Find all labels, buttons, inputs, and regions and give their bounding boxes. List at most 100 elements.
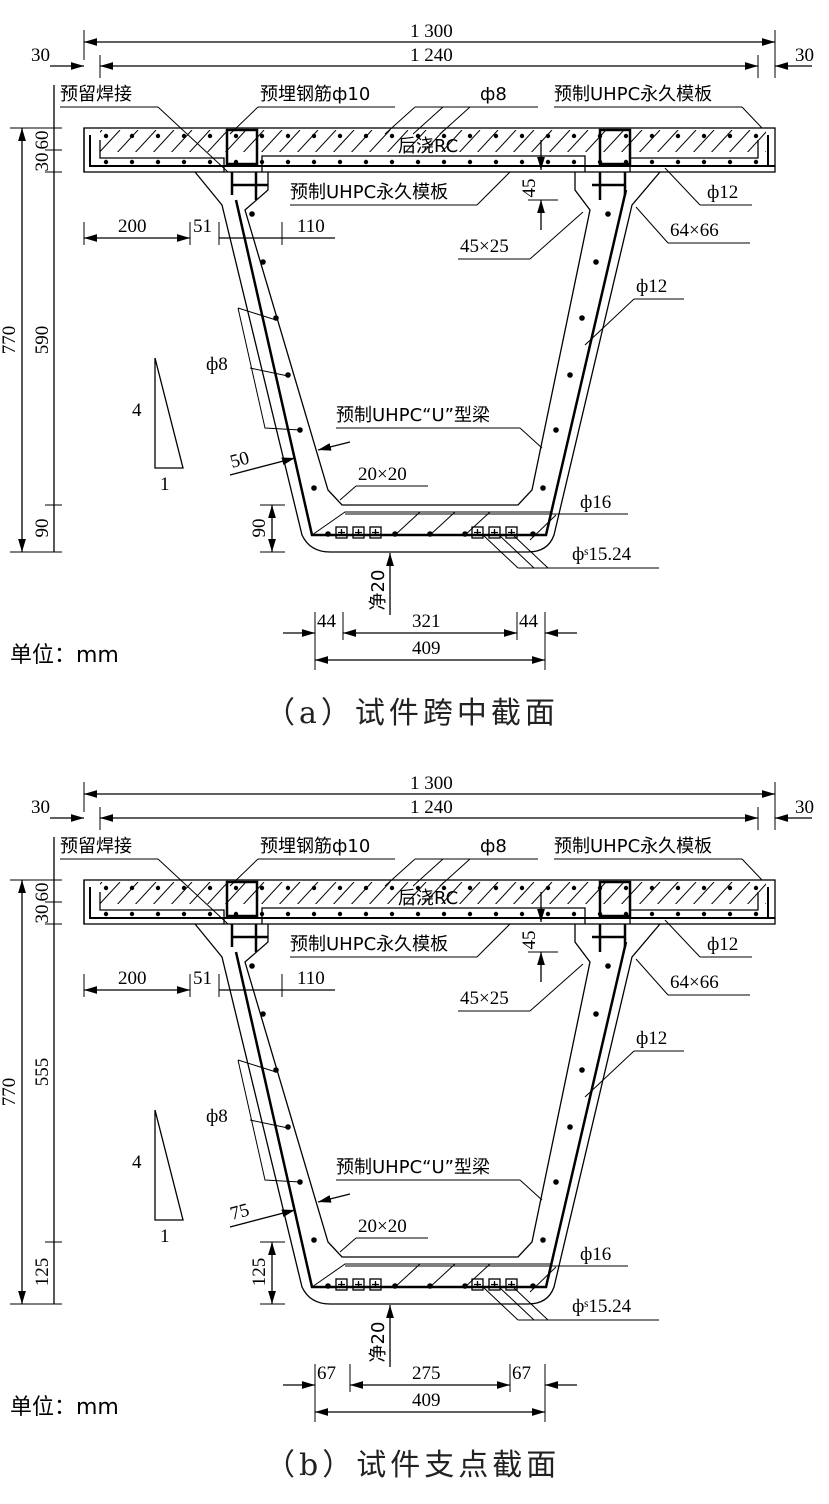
rebar-dot xyxy=(519,159,525,165)
rebar-dot xyxy=(181,885,187,891)
hatch-line xyxy=(257,882,283,904)
web-top-width-label: 110 xyxy=(297,968,325,989)
bottom-chamfer-label: 20×20 xyxy=(358,1216,407,1237)
rebar-dot xyxy=(545,159,551,165)
web-height-label: 555 xyxy=(32,1058,53,1087)
rebar-dot xyxy=(623,159,629,165)
hatch-line xyxy=(437,882,463,904)
rebar-dot xyxy=(207,133,213,139)
hatch-line xyxy=(563,882,589,904)
u-beam-outer xyxy=(194,923,661,1305)
haunch-top-label: 45 xyxy=(519,179,540,198)
rebar-dot xyxy=(363,885,369,891)
rebar-dot xyxy=(571,133,577,139)
right-anchor-bars xyxy=(592,924,627,952)
rebar-dot xyxy=(285,885,291,891)
web-offset-label: 51 xyxy=(193,968,212,989)
rebar-dot xyxy=(155,133,161,139)
bottom-right-label: 67 xyxy=(512,1363,531,1384)
rebar-dot xyxy=(249,211,255,217)
slope-triangle xyxy=(154,357,184,469)
haunch-dimension: 45 xyxy=(519,140,558,230)
top-dimensions: 1 300 1 240 30 30 xyxy=(31,21,814,78)
leader-line xyxy=(339,485,357,501)
embedded-bar-label: 预埋钢筋ф10 xyxy=(260,84,370,105)
haunch-dimension: 45 xyxy=(519,892,558,982)
rebar-dot xyxy=(649,911,655,917)
u-beam-label: 预制UHPC“U”型梁 xyxy=(336,405,490,426)
overall-width-label: 1 300 xyxy=(410,21,453,42)
hatch-line xyxy=(394,511,421,536)
leader-line xyxy=(339,1237,357,1253)
right-flange-bar-label: ф12 xyxy=(707,934,738,955)
rebar-dot xyxy=(597,885,603,891)
rebar-dot xyxy=(233,159,239,165)
rebar-dot xyxy=(441,133,447,139)
web-rebar-dots xyxy=(249,963,611,1243)
clear-cover-label: 净20 xyxy=(368,570,389,611)
hatch-line xyxy=(365,130,391,152)
slope-indicator: 4 1 xyxy=(132,1109,184,1247)
slope-horizontal-label: 1 xyxy=(160,1226,170,1247)
leader-line xyxy=(157,106,229,173)
leader-line xyxy=(529,1266,557,1293)
rebar-dot xyxy=(181,159,187,165)
rebar-dot xyxy=(363,911,369,917)
leader-line xyxy=(664,919,701,958)
rebar-dot xyxy=(155,911,161,917)
leader-line xyxy=(529,514,557,541)
slope-triangle xyxy=(154,1109,184,1221)
rebar-dot xyxy=(311,1237,317,1243)
rebar-dot xyxy=(675,159,681,165)
right-flange-bar-label: ф12 xyxy=(707,182,738,203)
hatch-line xyxy=(707,130,733,152)
web-thickness-dim-line xyxy=(229,1209,296,1228)
bottom-slab-top-line xyxy=(311,1263,552,1288)
rebar-dot xyxy=(701,159,707,165)
flange-rebar-dots xyxy=(103,885,759,917)
rebar-dot xyxy=(701,885,707,891)
web-thickness-label: 75 xyxy=(228,1200,252,1225)
hatch-line xyxy=(545,882,571,904)
rebar-dot xyxy=(540,1237,546,1243)
web-thickness-dim-line xyxy=(317,1193,351,1203)
web-thickness-dimension: 50 xyxy=(228,441,351,476)
rebar-dot xyxy=(462,531,468,537)
bottom-total-label: 409 xyxy=(412,638,441,659)
rebar-dot xyxy=(233,133,239,139)
hatch-line xyxy=(599,130,625,152)
rebar-dot xyxy=(545,133,551,139)
rebar-dot xyxy=(649,159,655,165)
rebar-dot xyxy=(571,885,577,891)
leader-line xyxy=(157,858,229,925)
rebar-dot xyxy=(415,159,421,165)
clear-cover-label: 净20 xyxy=(368,1322,389,1363)
hatch-line xyxy=(798,882,822,908)
hatch-line xyxy=(725,882,751,904)
bottom-slab-hatch xyxy=(325,511,536,537)
rebar-dot xyxy=(727,911,733,917)
flange-top-label: 60 xyxy=(32,131,53,150)
section-a-midspan: 1 300 1 240 30 30 预留焊接 预埋钢筋ф10 ф8 预制UHPC… xyxy=(0,21,814,731)
rebar-dot xyxy=(415,911,421,917)
flange-top-label: 60 xyxy=(32,883,53,902)
rebar-dot xyxy=(325,1283,331,1289)
outer-chamfer-label: 64×66 xyxy=(670,972,719,993)
rebar-dot xyxy=(701,133,707,139)
hatch-line xyxy=(743,882,766,904)
hatch-line xyxy=(221,130,247,152)
unit-label: 单位：mm xyxy=(10,643,119,668)
strand-icon xyxy=(471,1278,484,1291)
top-flange: 后浇RC xyxy=(60,879,822,925)
edge-right-label: 30 xyxy=(795,797,814,818)
hatch-line xyxy=(131,882,157,904)
rebar-dot xyxy=(103,133,109,139)
cast-rc-label: 后浇RC xyxy=(398,136,458,157)
hatch-line xyxy=(275,130,301,152)
inner-width-label: 1 240 xyxy=(410,797,453,818)
rebar-dot xyxy=(249,963,255,969)
rebar-dot xyxy=(493,911,499,917)
hatch-line xyxy=(60,882,84,908)
hatch-line xyxy=(780,130,804,156)
web-height-label: 590 xyxy=(32,326,53,355)
